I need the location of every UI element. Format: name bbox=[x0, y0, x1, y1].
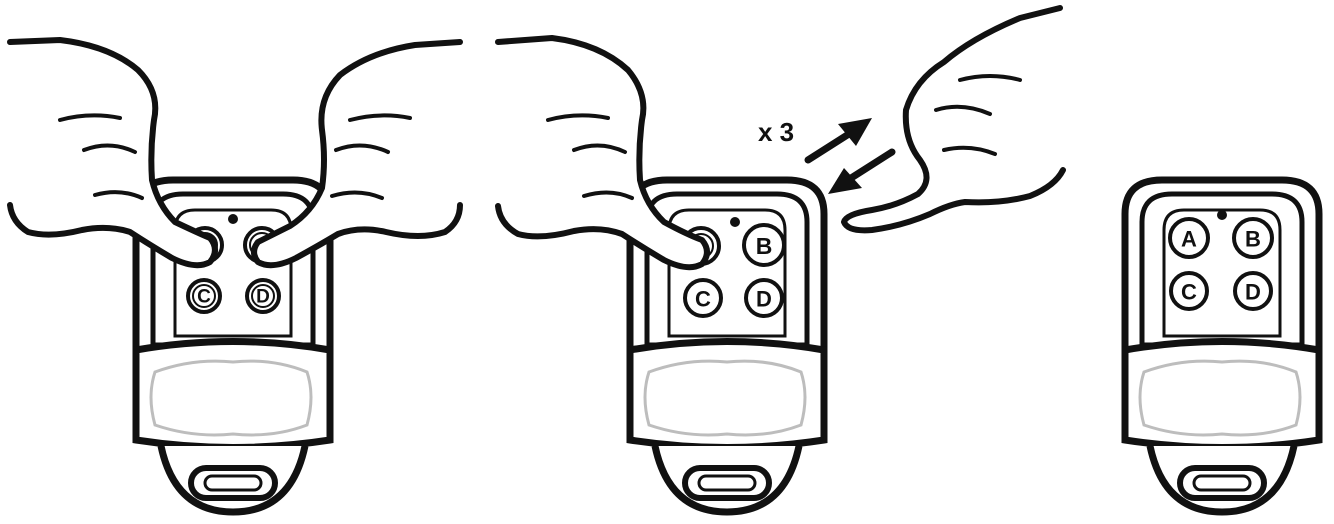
step-3: A B C D bbox=[1125, 180, 1319, 512]
button-label: C bbox=[1181, 280, 1197, 305]
button-b: B bbox=[744, 225, 784, 265]
step-1: C D bbox=[10, 40, 460, 512]
button-label: D bbox=[1245, 280, 1261, 305]
remote-control bbox=[1125, 180, 1319, 512]
button-c: C bbox=[188, 280, 220, 312]
right-hand-icon bbox=[844, 8, 1063, 230]
button-d: D bbox=[1235, 273, 1271, 309]
arrow-down-left-icon bbox=[828, 152, 892, 194]
left-hand-icon bbox=[10, 40, 215, 265]
step-2: B C D x 3 bbox=[498, 8, 1063, 512]
button-b: B bbox=[1234, 219, 1272, 257]
button-a: A bbox=[1170, 219, 1208, 257]
led-indicator bbox=[730, 217, 740, 227]
button-label: B bbox=[756, 233, 773, 259]
button-label: C bbox=[695, 287, 711, 312]
led-indicator bbox=[1217, 210, 1227, 220]
button-label: D bbox=[256, 287, 270, 308]
led-indicator bbox=[228, 214, 238, 224]
button-d: D bbox=[746, 280, 782, 316]
right-hand-icon bbox=[254, 42, 460, 265]
left-hand-icon bbox=[498, 38, 707, 267]
arrow-up-right-icon bbox=[808, 118, 872, 160]
button-label: D bbox=[756, 287, 772, 312]
repeat-arrows bbox=[808, 118, 892, 194]
button-label: C bbox=[197, 287, 211, 308]
repeat-count-label: x 3 bbox=[758, 117, 794, 147]
button-c: C bbox=[1171, 273, 1207, 309]
button-label: B bbox=[1245, 227, 1261, 252]
button-label: A bbox=[1181, 227, 1197, 252]
button-d: D bbox=[247, 280, 279, 312]
button-c: C bbox=[685, 280, 721, 316]
